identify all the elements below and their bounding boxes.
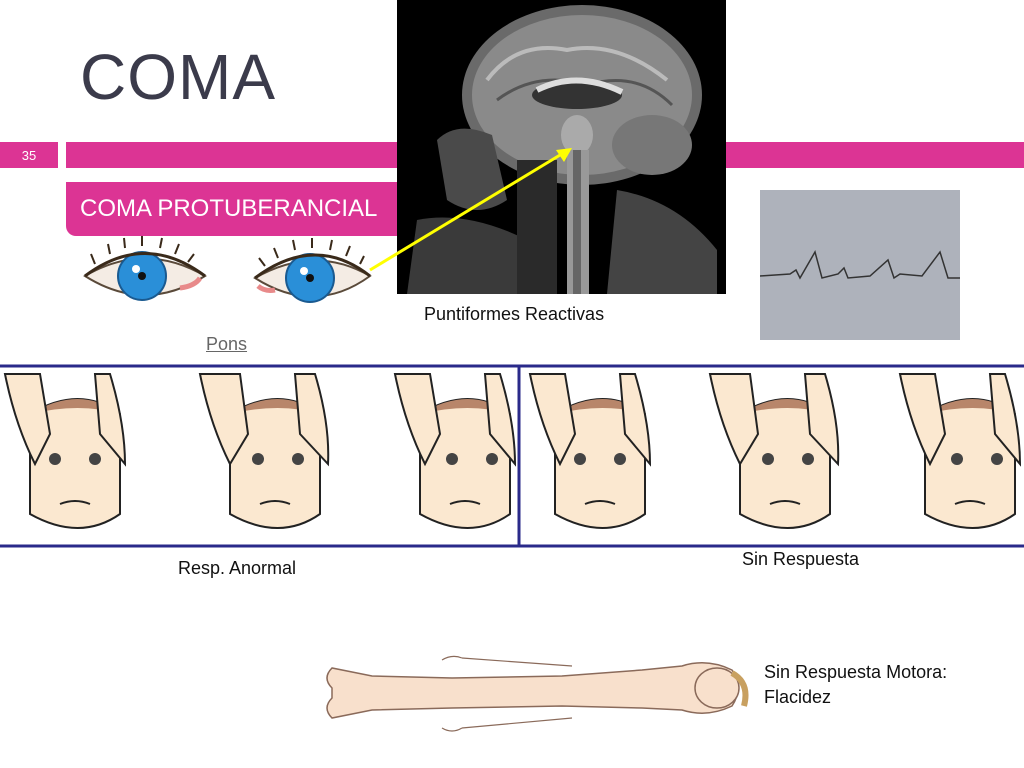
accent-bar-right xyxy=(726,142,1024,168)
pointer-arrow xyxy=(369,148,572,272)
face-5 xyxy=(708,373,840,529)
abnormal-response-caption: Resp. Anormal xyxy=(178,558,297,578)
left-eye xyxy=(83,236,207,301)
face-2 xyxy=(198,373,330,529)
slide-number: 35 xyxy=(0,142,58,168)
face-3 xyxy=(393,373,517,529)
mri-caption: Puntiformes Reactivas xyxy=(424,304,605,324)
faces-illustration xyxy=(0,364,1024,548)
oculocephalic-faces-panel xyxy=(0,364,1024,548)
respiration-trace-image xyxy=(760,190,960,340)
motor-caption-line1: Sin Respuesta Motora: xyxy=(764,662,948,682)
pons-label: Pons xyxy=(206,334,248,354)
no-response-caption: Sin Respuesta xyxy=(742,549,860,569)
flaccid-body-image xyxy=(326,655,749,732)
subtitle-text: COMA PROTUBERANCIAL xyxy=(80,195,378,222)
motor-caption-line2: Flacidez xyxy=(764,687,832,707)
face-1 xyxy=(3,373,127,529)
subtitle-banner: COMA PROTUBERANCIAL xyxy=(66,182,400,236)
slide-title: COMA xyxy=(80,41,276,113)
mri-brain-image xyxy=(397,0,726,294)
face-6 xyxy=(898,373,1022,529)
motor-response-caption: Sin Respuesta Motora: Flacidez xyxy=(764,660,947,710)
right-eye xyxy=(253,238,372,303)
accent-bar-left xyxy=(66,142,398,168)
face-4 xyxy=(528,373,652,529)
pinpoint-pupils-image xyxy=(83,236,372,303)
